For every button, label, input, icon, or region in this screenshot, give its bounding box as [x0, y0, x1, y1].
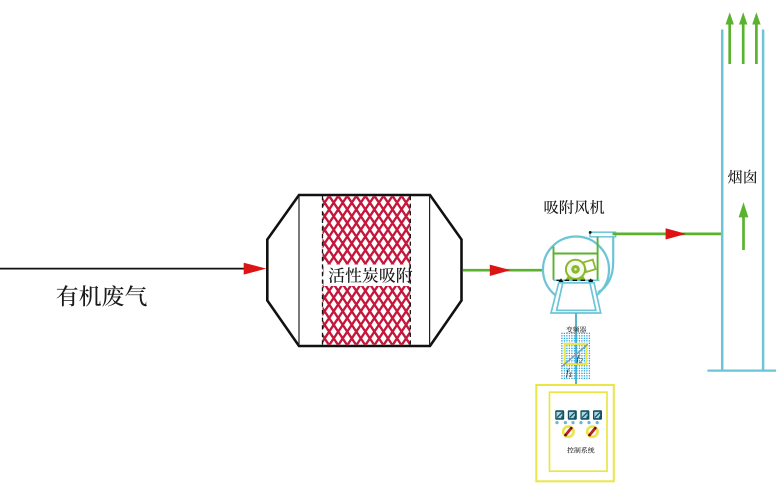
svg-text:f2: f2	[577, 354, 584, 365]
svg-text:f1: f1	[566, 368, 572, 379]
